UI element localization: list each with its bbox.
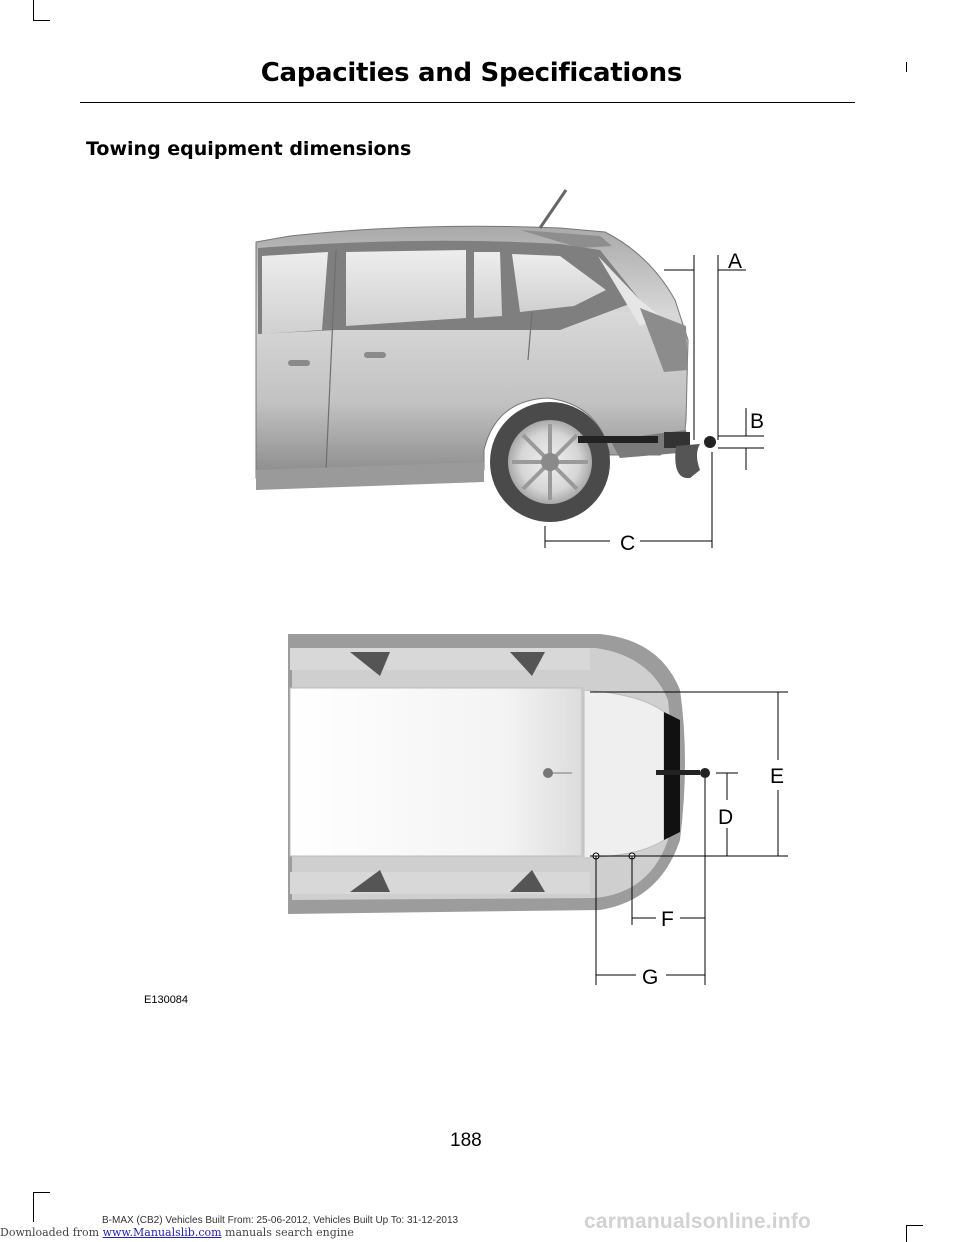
footer-vehicle-info: B-MAX (CB2) Vehicles Built From: 25-06-2… (102, 1215, 459, 1226)
download-prefix: Downloaded from (0, 1226, 103, 1239)
side-dimension-lines (544, 255, 764, 548)
footer-download-notice: Downloaded from www.Manualslib.com manua… (0, 1226, 354, 1239)
crop-mark-top-left-v (33, 0, 34, 20)
manualslib-link[interactable]: www.Manualslib.com (102, 1226, 222, 1239)
download-suffix: manuals search engine (221, 1226, 354, 1239)
car-side-view (255, 189, 716, 522)
top-dimension-lines (590, 691, 788, 985)
page-number: 188 (450, 1130, 482, 1151)
crop-mark-top-right (906, 62, 907, 72)
figure-code: E130084 (144, 994, 189, 1006)
section-title: Capacities and Specifications (260, 58, 683, 88)
label-f: F (661, 908, 674, 931)
car-top-view (288, 634, 710, 914)
page-heading: Towing equipment dimensions (86, 138, 412, 160)
crop-mark-bottom-right-v (906, 1225, 907, 1242)
crop-mark-top-left-h (33, 20, 50, 21)
crop-mark-bottom-left-h (33, 1192, 50, 1193)
label-g: G (642, 966, 658, 989)
watermark: carmanualsonline.info (584, 1210, 812, 1233)
label-a: A (728, 250, 742, 273)
label-c: C (620, 532, 635, 555)
header-rule (80, 102, 855, 103)
label-d: D (718, 806, 733, 829)
label-e: E (770, 765, 784, 788)
towing-dimensions-figure: A B C E D F G (255, 189, 788, 989)
crop-mark-bottom-left-v (33, 1192, 34, 1222)
label-b: B (750, 410, 764, 433)
crop-mark-bottom-right-h (906, 1225, 923, 1226)
